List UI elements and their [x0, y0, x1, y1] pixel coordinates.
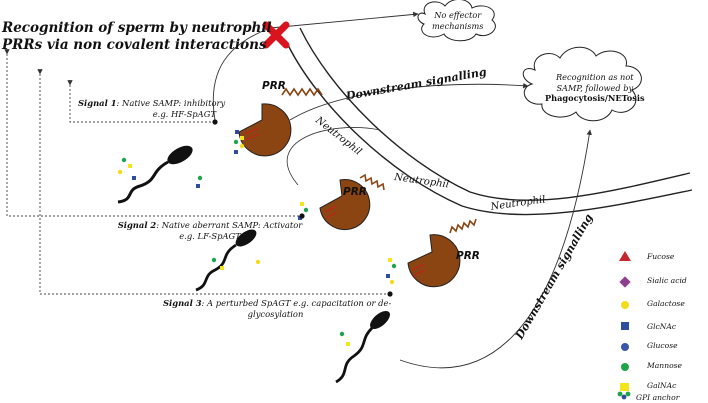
cloud-no-effector-line-2: mechanisms [432, 20, 484, 31]
legend-label-galnac: GalNAc [647, 381, 677, 390]
signal-3-text: : A perturbed SpAGT e.g. capacitation or… [201, 298, 392, 308]
title-line-1: Recognition of sperm by neutrophil [2, 20, 272, 36]
cloud-recognition-line-1: Recognition as not [556, 72, 634, 82]
signal-2-label: Signal 2: Native aberrant SAMP: Activato… [115, 220, 305, 241]
cloud-no-effector-text: No effector mechanisms [432, 10, 483, 31]
title-line-2: PRRs via non covalent interactions [2, 37, 267, 53]
sperm-3 [335, 311, 390, 384]
interaction-dashes [244, 127, 426, 277]
signal-2-title: Signal 2 [117, 220, 157, 230]
signal-1-title: Signal 1 [78, 98, 117, 108]
receptor-2 [319, 179, 371, 231]
signal-1-example: e.g. HF-SpAGT [152, 108, 216, 119]
signal-3-example: glycosylation [247, 308, 304, 319]
legend-label-mannose: Mannose [647, 361, 683, 370]
signal-1-label: Signal 1: Native SAMP: inhibitory e.g. H… [78, 98, 225, 119]
arrow-side-loop [286, 127, 381, 186]
signal-3-label: Signal 3: A perturbed SpAGT e.g. capacit… [163, 298, 391, 319]
legend-label-glucose: Glucose [647, 341, 678, 350]
signal-dots [212, 119, 393, 297]
arrow-downstream-top [289, 82, 529, 121]
legend-icons [617, 251, 631, 400]
figure-title: Recognition of sperm by neutrophil PRRs … [2, 20, 272, 54]
cloud-recognition [522, 46, 642, 122]
legend-label-galactose: Galactose [647, 299, 685, 308]
legend-label-fucose: Fucose [647, 252, 675, 261]
legend-label-sialic-acid: Sialic acid [647, 276, 687, 285]
prr-label-3: PRR [456, 250, 480, 262]
receptor-1 [238, 103, 292, 157]
receptor-3 [407, 234, 461, 288]
cloud-recognition-line-3: Phagocytosis/NETosis [545, 93, 645, 103]
cloud-recognition-line-2: SAMP, followed by [556, 82, 634, 93]
signal-2-example: e.g. LF-SpAGT [179, 230, 241, 241]
prr-label-1: PRR [262, 80, 286, 92]
cloud-no-effector [417, 0, 496, 42]
legend-label-gpi-anchor: GPI anchor [636, 393, 680, 402]
signal-3-title: Signal 3 [163, 298, 202, 308]
cloud-recognition-text: Recognition as not SAMP, followed by Pha… [545, 72, 645, 104]
receptor-stalks [281, 87, 477, 234]
prr-label-2: PRR [343, 186, 367, 198]
cloud-no-effector-line-1: No effector [434, 10, 482, 20]
legend-label-glcnac: GlcNAc [647, 322, 677, 331]
arrow-downstream-bottom [399, 129, 592, 369]
membrane-outer [299, 27, 691, 201]
block-cross-icon [262, 21, 290, 49]
sperm-2 [195, 229, 257, 292]
sperm-1 [117, 145, 193, 204]
signal-dashed-lines [4, 49, 390, 295]
membrane-inner [287, 44, 693, 216]
glycans [117, 130, 397, 346]
signal-1-text: : Native SAMP: inhibitory [116, 98, 226, 108]
signal-2-text: : Native aberrant SAMP: Activator [156, 220, 303, 230]
